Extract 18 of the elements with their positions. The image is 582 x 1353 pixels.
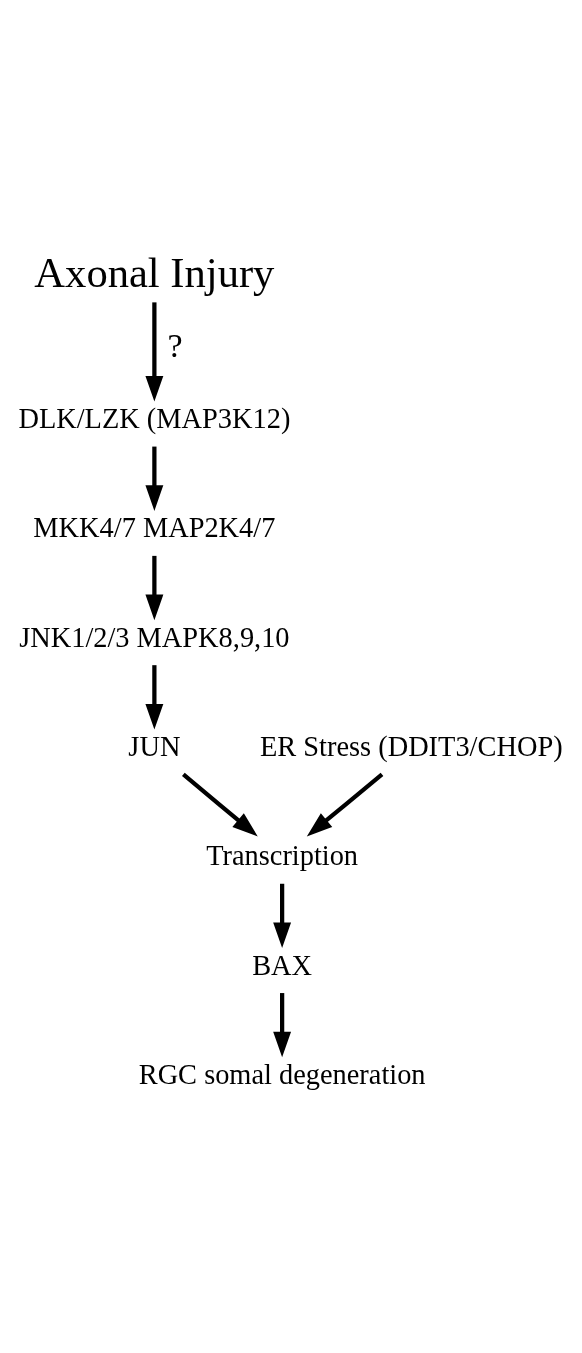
arrow [273,993,292,1058]
node-text: RGC somal degeneration [138,1058,426,1090]
arrow [145,302,164,402]
arrow [306,772,384,837]
arrow [182,772,258,837]
arrow [145,665,164,730]
arrow [273,883,292,949]
node-text: DLK/LZK (MAP3K12) [18,403,291,435]
node-text: JUN [128,730,181,762]
node-text: MKK4/7 MAP2K4/7 [33,512,276,544]
arrow [145,555,164,621]
edge-label: ? [167,327,183,365]
node-text: ER Stress (DDIT3/CHOP) [259,730,563,762]
node-text: Axonal Injury [34,248,275,296]
node-text: Transcription [206,840,359,872]
arrow [145,446,164,511]
node-text: BAX [252,949,313,981]
node-text: JNK1/2/3 MAPK8,9,10 [19,621,290,653]
